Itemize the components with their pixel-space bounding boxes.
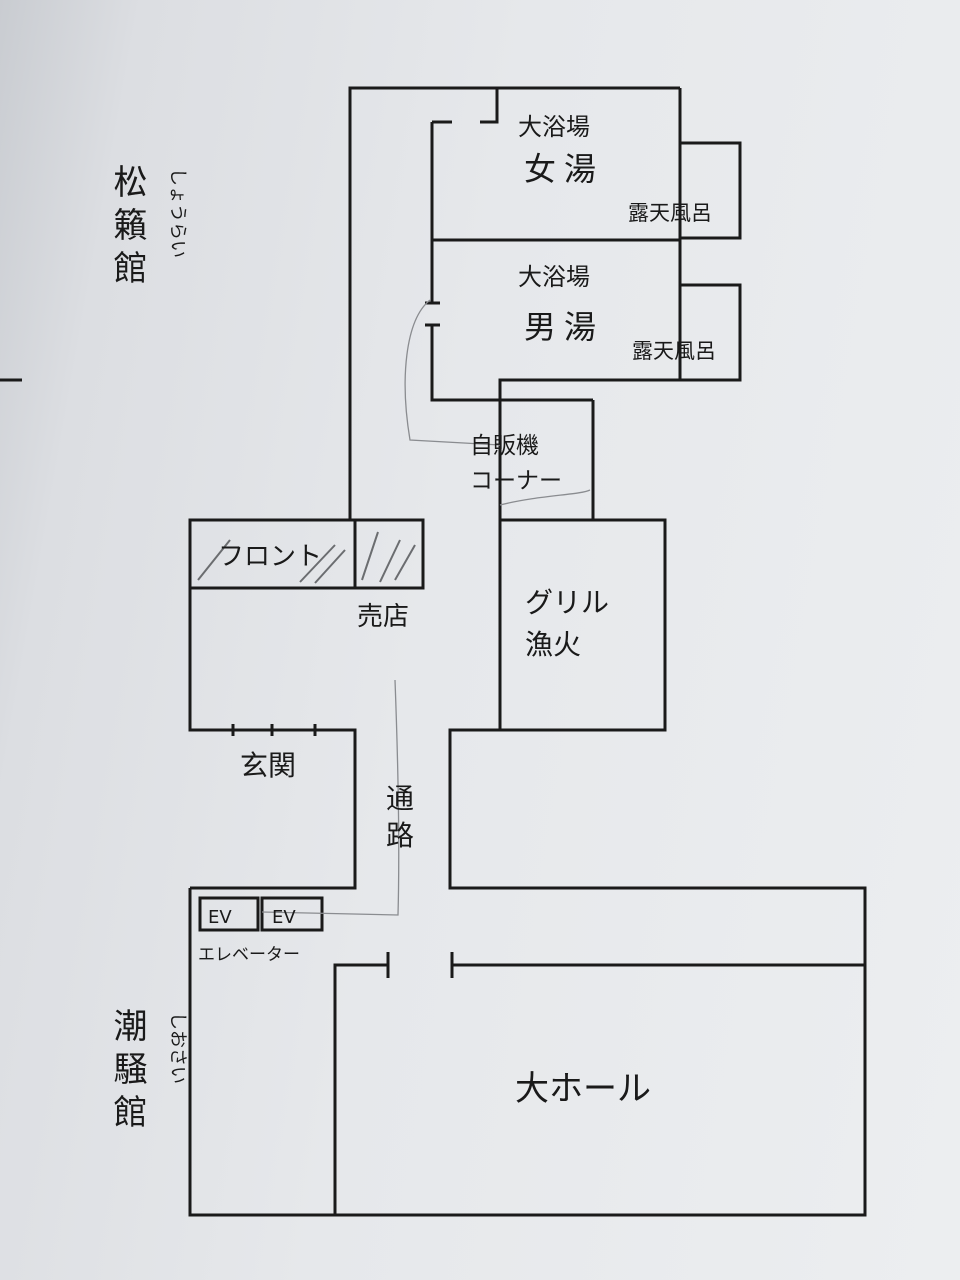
men-bath-label: 大浴場 bbox=[518, 263, 590, 291]
building-name-shiosai: 潮騒館 bbox=[107, 1008, 147, 1137]
entrance-label: 玄関 bbox=[240, 749, 296, 782]
hall-label: 大ホール bbox=[515, 1069, 651, 1109]
elevator-1: EV bbox=[208, 907, 232, 928]
passage-label-1: 通 bbox=[386, 782, 414, 815]
counter-hatching bbox=[197, 531, 416, 584]
building-name-shorai: 松籟館 bbox=[107, 164, 147, 293]
building-reading-shorai: しょうらい bbox=[167, 168, 188, 258]
front-desk-label: フロント bbox=[218, 542, 322, 572]
vending-label-1: 自販機 bbox=[470, 433, 539, 459]
elevator-label: エレベーター bbox=[198, 945, 300, 965]
pencil-route bbox=[261, 299, 591, 916]
elevator-2: EV bbox=[272, 907, 296, 928]
women-outdoor-bath: 露天風呂 bbox=[628, 201, 712, 225]
grill-label-2: 漁火 bbox=[525, 628, 581, 661]
shop-label: 売店 bbox=[357, 602, 409, 632]
women-bath-label: 大浴場 bbox=[518, 113, 590, 141]
men-bath-name: 男湯 bbox=[524, 308, 604, 346]
grill-label-1: グリル bbox=[525, 586, 609, 619]
walls bbox=[0, 86, 867, 1217]
building-reading-shiosai: しおさい bbox=[167, 1012, 188, 1084]
women-bath-name: 女湯 bbox=[524, 150, 604, 188]
vending-label-2: コーナー bbox=[470, 468, 562, 494]
passage-label-2: 路 bbox=[386, 819, 414, 852]
men-outdoor-bath: 露天風呂 bbox=[632, 339, 716, 363]
